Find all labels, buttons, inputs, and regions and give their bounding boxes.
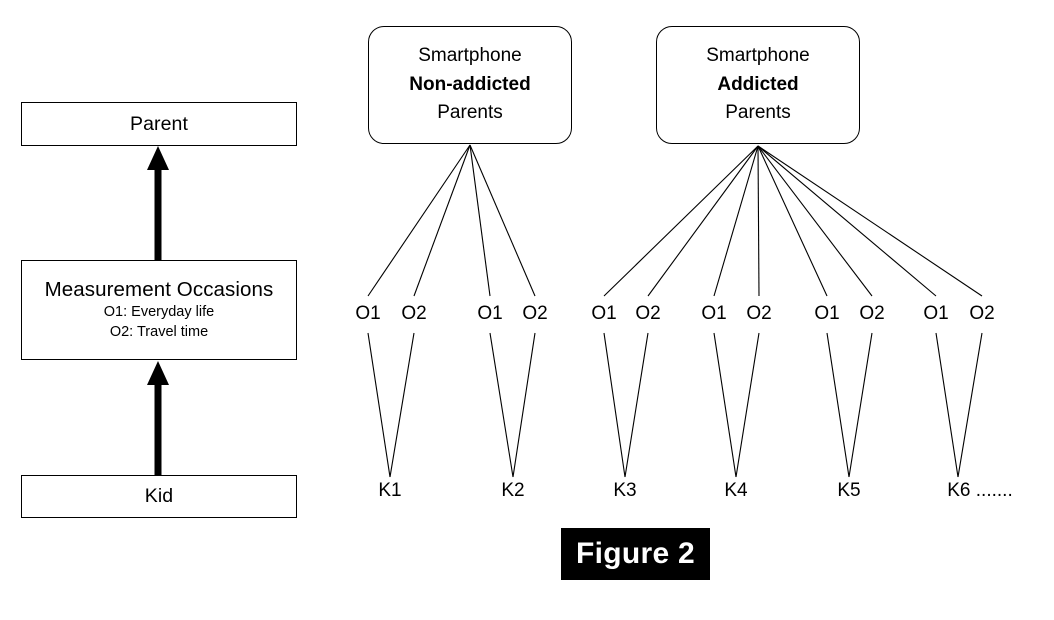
level-box-parent[interactable]: Parent: [21, 102, 297, 146]
occasion-label-k2-o1[interactable]: O1: [477, 303, 503, 324]
occasion-label-k3-o1[interactable]: O1: [591, 303, 617, 324]
wire-o1-k1: [367, 332, 391, 478]
level-box-parent-title: Parent: [129, 112, 189, 135]
kid-label-k5[interactable]: K5: [837, 480, 861, 501]
wire-addicted-to-o2c: [757, 145, 873, 297]
occasion-label-k3-o2[interactable]: O2: [635, 303, 661, 324]
wire-o2-k2: [512, 332, 536, 478]
kid-label-k4[interactable]: K4: [724, 480, 748, 501]
group-box-addicted-parents[interactable]: Smartphone Addicted Parents: [656, 26, 860, 144]
group-box-non-addicted-line3: Parents: [437, 102, 503, 124]
kid-label-k3[interactable]: K3: [613, 480, 637, 501]
wire-o1-k2: [489, 332, 514, 478]
occasion-label-k4-o2[interactable]: O2: [746, 303, 772, 324]
level-box-measurement-occasions-title: Measurement Occasions: [44, 277, 274, 301]
level-box-kid[interactable]: Kid: [21, 475, 297, 518]
arrow-kid-to-measurement: [147, 361, 169, 476]
arrow-measurement-to-parent: [147, 146, 169, 261]
wire-addicted-to-o2b: [757, 145, 760, 297]
group-box-addicted-line3: Parents: [725, 102, 791, 124]
wire-o1-k5: [826, 332, 850, 478]
wire-o2-k3: [624, 332, 649, 478]
occasion-label-k5-o2[interactable]: O2: [859, 303, 885, 324]
kid-label-k6[interactable]: K6 .......: [947, 480, 1013, 501]
kid-label-k2[interactable]: K2: [501, 480, 525, 501]
occasion-label-k6-o2[interactable]: O2: [969, 303, 995, 324]
occasion-label-k1-o1[interactable]: O1: [355, 303, 381, 324]
level-box-measurement-occasions[interactable]: Measurement Occasions O1: Everyday life …: [21, 260, 297, 360]
occasion-label-k4-o1[interactable]: O1: [701, 303, 727, 324]
wire-nonaddicted-to-o2b: [469, 144, 536, 297]
wire-o2-k1: [389, 332, 415, 478]
wire-nonaddicted-to-o2a: [413, 144, 471, 297]
figure-caption: Figure 2: [561, 528, 710, 580]
group-box-addicted-line1: Smartphone: [706, 45, 810, 67]
level-box-measurement-occasions-sub-o1: O1: Everyday life: [103, 304, 215, 321]
group-box-non-addicted-line2: Non-addicted: [409, 73, 531, 95]
kid-label-k1[interactable]: K1: [378, 480, 402, 501]
occasion-label-k5-o1[interactable]: O1: [814, 303, 840, 324]
wire-nonaddicted-to-o1a: [367, 144, 471, 297]
wire-addicted-to-o2d: [757, 145, 983, 297]
group-box-non-addicted-line1: Smartphone: [418, 45, 522, 67]
wire-addicted-to-o1b: [713, 145, 759, 297]
occasion-label-k6-o1[interactable]: O1: [923, 303, 949, 324]
group-box-non-addicted-parents[interactable]: Smartphone Non-addicted Parents: [368, 26, 572, 144]
occasion-label-k1-o2[interactable]: O2: [401, 303, 427, 324]
wire-nonaddicted-to-o1b: [469, 144, 491, 297]
occasion-label-k2-o2[interactable]: O2: [522, 303, 548, 324]
level-box-measurement-occasions-sub-o2: O2: Travel time: [109, 323, 209, 340]
wire-o2-k6: [957, 332, 983, 478]
level-box-kid-title: Kid: [144, 485, 174, 508]
wire-addicted-to-o1a: [603, 145, 759, 297]
wire-o2-k4: [735, 332, 760, 478]
wire-o1-k3: [603, 332, 626, 478]
wire-o1-k4: [713, 332, 737, 478]
group-box-addicted-line2: Addicted: [717, 73, 799, 95]
wire-addicted-to-o1c: [757, 145, 828, 297]
wire-o1-k6: [935, 332, 959, 478]
wire-o2-k5: [848, 332, 873, 478]
wire-addicted-to-o2a: [647, 145, 759, 297]
wire-addicted-to-o1d: [757, 145, 937, 297]
